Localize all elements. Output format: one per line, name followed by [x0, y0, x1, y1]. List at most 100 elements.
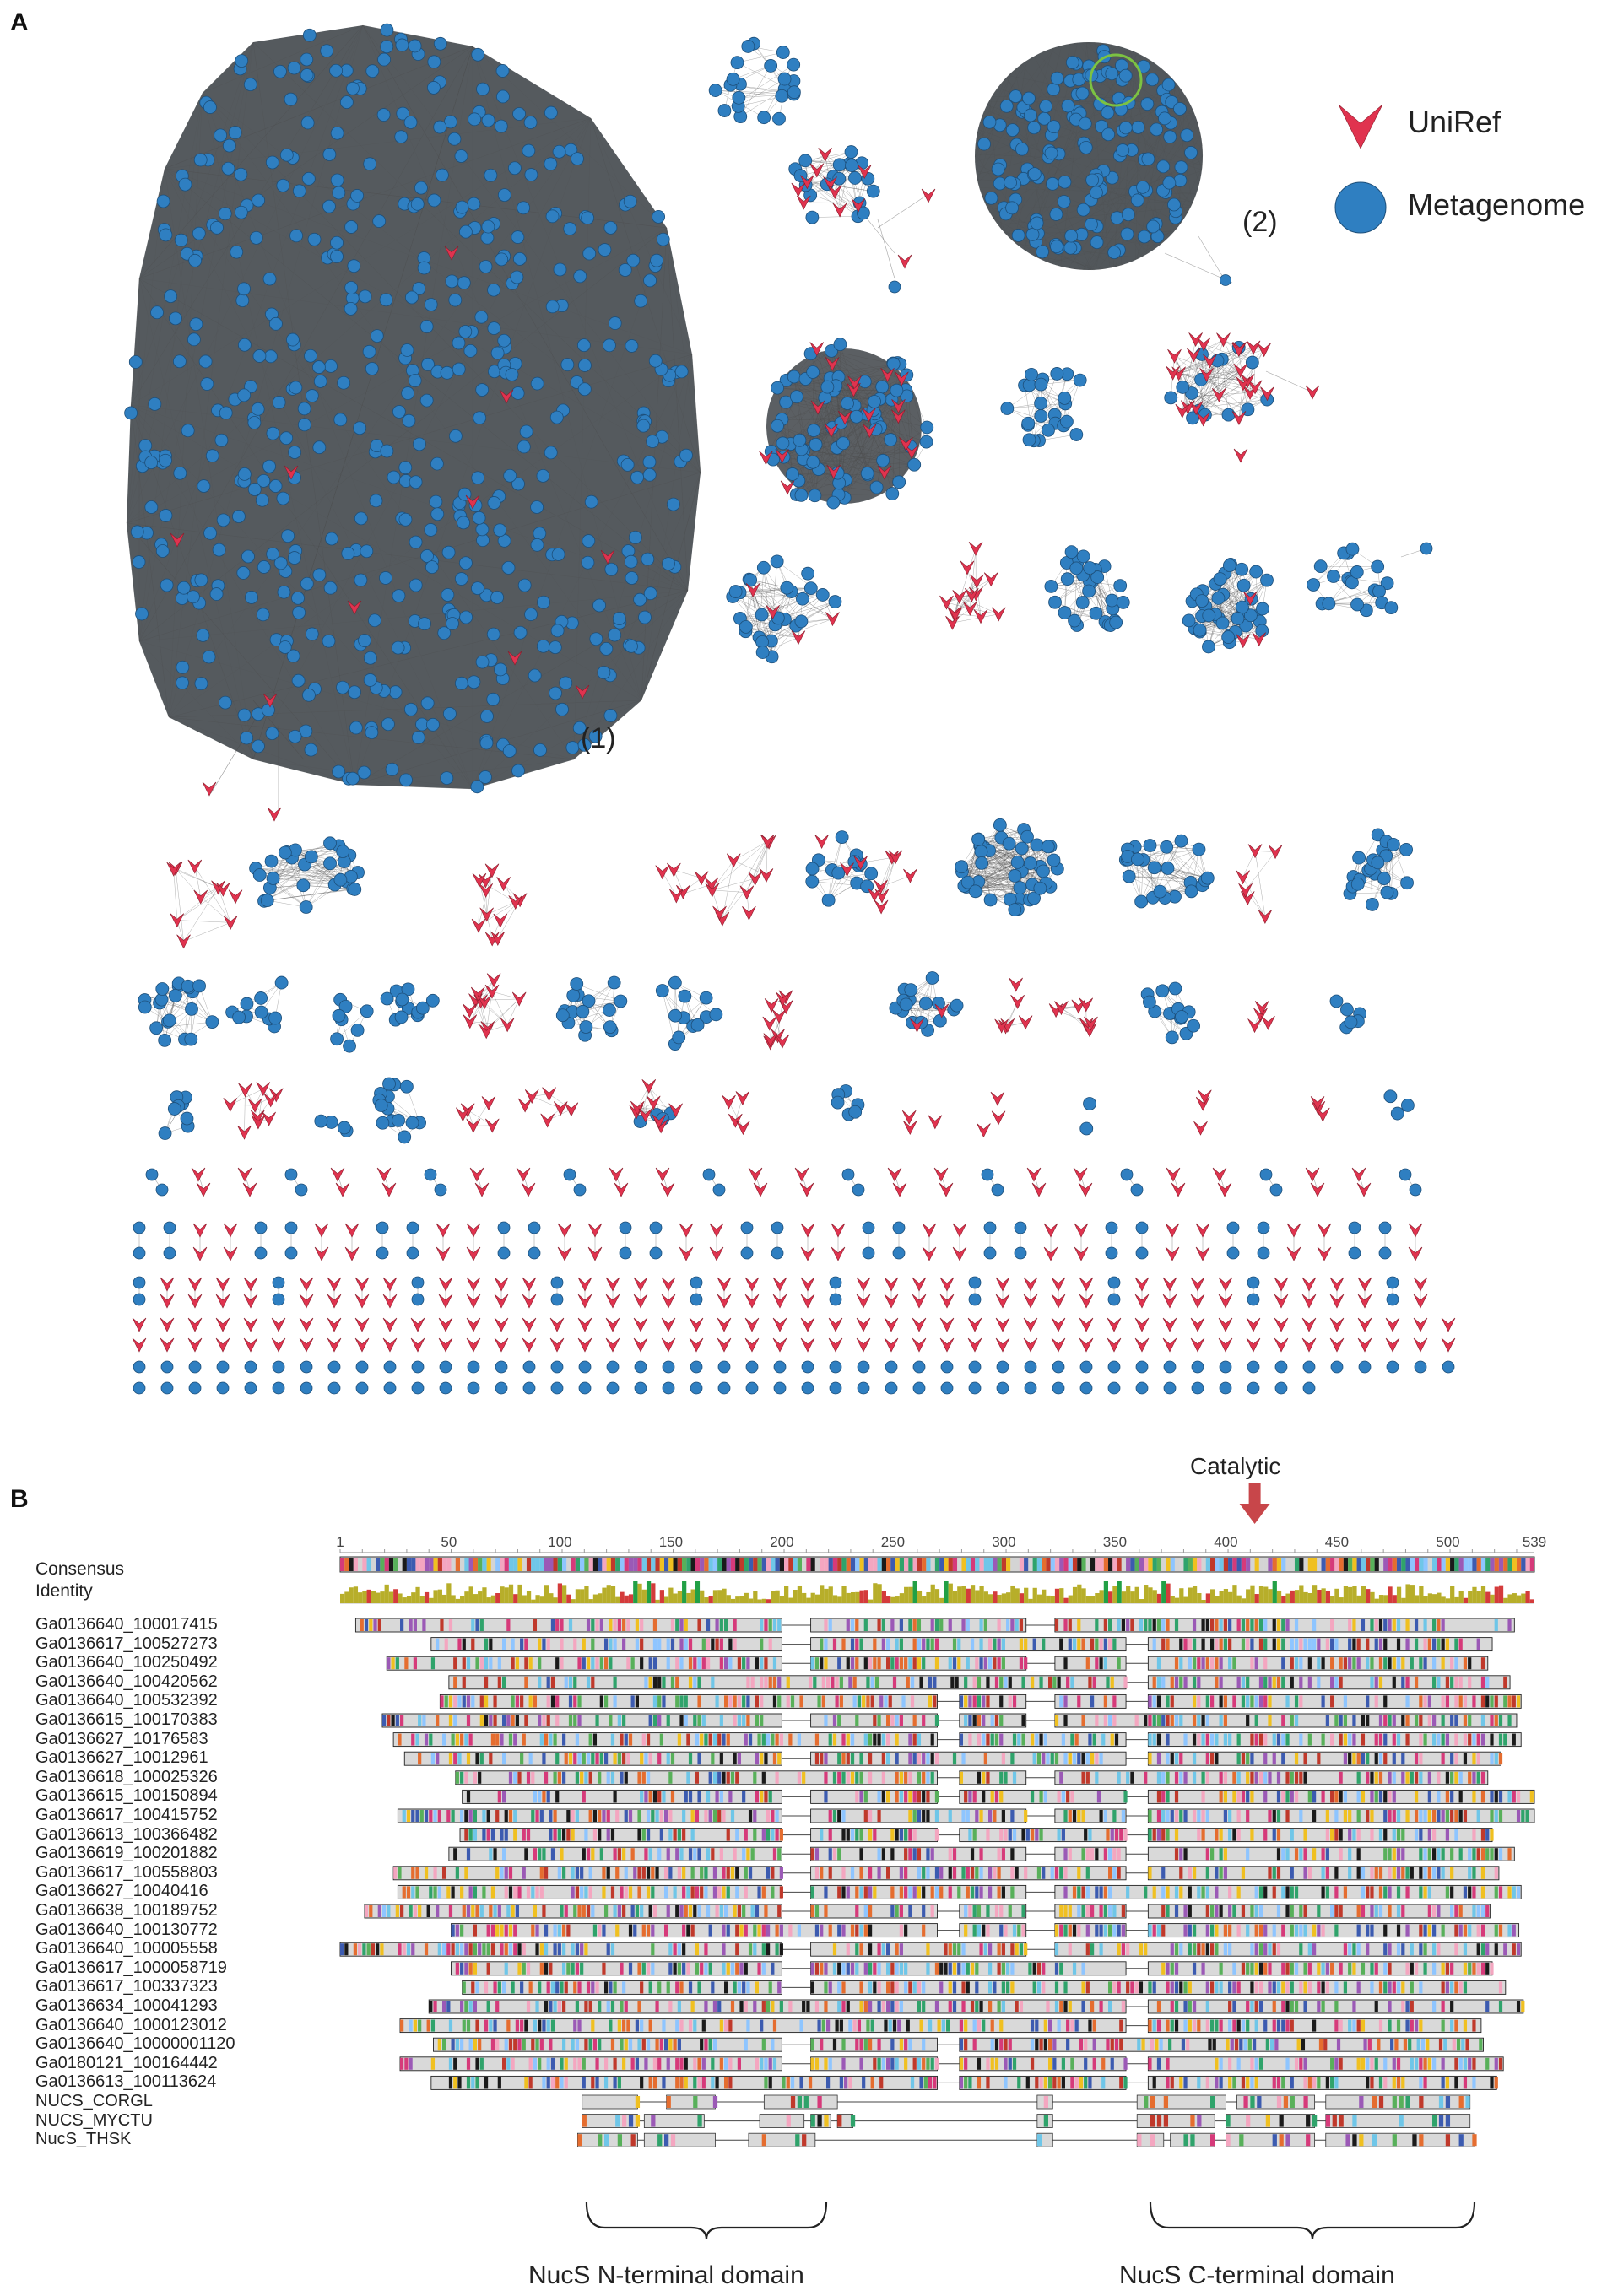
metagenome-node: [524, 608, 538, 621]
identity-bar: [478, 1591, 483, 1603]
metagenome-node: [537, 595, 550, 609]
identity-bar: [886, 1596, 891, 1603]
edge: [362, 24, 689, 592]
identity-bar: [1112, 1586, 1117, 1603]
consensus-cell: [1480, 1558, 1486, 1571]
metagenome-node: [745, 1360, 759, 1374]
metagenome-node: [402, 413, 416, 428]
edge: [818, 402, 848, 470]
uniref-node: [928, 1115, 943, 1130]
metagenome-node: [339, 95, 354, 110]
uniref-node: [1286, 1223, 1301, 1238]
consensus-cell: [700, 1558, 705, 1571]
uniref-node: [1413, 1317, 1428, 1332]
edge: [989, 850, 1054, 861]
uniref-node: [243, 1337, 258, 1353]
metagenome-node: [470, 780, 484, 794]
uniref-node: [242, 1182, 257, 1197]
metagenome-node: [1150, 122, 1164, 137]
consensus-cell: [349, 1558, 354, 1571]
consensus-cell: [1472, 1558, 1477, 1571]
identity-bar: [393, 1589, 398, 1603]
identity-bar: [1437, 1592, 1442, 1603]
metagenome-node: [1110, 211, 1124, 225]
uniref-node: [354, 1337, 370, 1353]
metagenome-node: [272, 396, 286, 409]
consensus-cell: [628, 1558, 634, 1571]
identity-bar: [1330, 1596, 1335, 1603]
metagenome-node: [138, 1000, 152, 1014]
consensus-cell: [957, 1558, 962, 1571]
metagenome-node: [276, 178, 290, 192]
consensus-cell: [859, 1558, 864, 1571]
edge: [961, 866, 1043, 872]
metagenome-node: [1024, 108, 1037, 122]
metagenome-node: [297, 418, 311, 432]
metagenome-node: [588, 729, 603, 743]
consensus-cell: [1006, 1558, 1011, 1571]
metagenome-node: [918, 997, 933, 1010]
metagenome-node: [457, 276, 471, 290]
edge: [961, 862, 1018, 867]
metagenome-node: [323, 856, 337, 871]
metagenome-node: [650, 253, 663, 267]
metagenome-node: [189, 317, 203, 332]
edge: [759, 594, 823, 638]
uniref-node: [223, 1223, 238, 1238]
uniref-node: [170, 532, 185, 548]
metagenome-node: [188, 1381, 202, 1395]
consensus-cell: [606, 1558, 611, 1571]
identity-bar: [384, 1584, 389, 1603]
identity-bar: [606, 1585, 611, 1603]
metagenome-node: [467, 197, 481, 211]
identity-bar: [1179, 1588, 1184, 1603]
identity-bar: [975, 1590, 980, 1603]
metagenome-node: [240, 997, 254, 1011]
metagenome-node: [360, 1004, 374, 1018]
consensus-cell: [424, 1558, 430, 1571]
edge: [674, 869, 702, 878]
uniref-node: [330, 1167, 345, 1182]
metagenome-node: [429, 494, 443, 509]
uniref-node: [679, 1223, 694, 1238]
edge: [202, 24, 364, 94]
metagenome-node: [1107, 1360, 1121, 1374]
consensus-cell: [1272, 1558, 1277, 1571]
edge: [1198, 381, 1248, 411]
identity-bar: [522, 1595, 527, 1603]
metagenome-node: [304, 743, 318, 757]
identity-bar: [832, 1595, 838, 1603]
uniref-node: [995, 1317, 1010, 1332]
identity-bar: [1068, 1595, 1073, 1603]
uniref-node: [438, 1317, 453, 1332]
identity-bar: [695, 1581, 701, 1603]
consensus-cell: [495, 1558, 500, 1571]
edge: [168, 117, 592, 718]
identity-bar: [398, 1593, 403, 1603]
edge: [259, 864, 306, 876]
metagenome-node: [1050, 71, 1064, 85]
uniref-node: [992, 607, 1006, 622]
metagenome-node: [522, 1381, 536, 1395]
metagenome-node: [1350, 597, 1364, 612]
identity-bar: [690, 1589, 695, 1603]
metagenome-node: [1050, 240, 1063, 254]
edge: [1129, 50, 1162, 245]
edge: [1242, 851, 1256, 878]
edge: [981, 862, 1011, 899]
identity-bar: [624, 1595, 629, 1603]
edge: [576, 983, 621, 1002]
uniref-node: [753, 1182, 768, 1197]
uniref-node: [1079, 1337, 1094, 1353]
edge: [164, 1008, 192, 1041]
uniref-node: [1162, 1317, 1177, 1332]
consensus-cell: [993, 1558, 998, 1571]
metagenome-node: [771, 1246, 784, 1260]
identity-bar: [411, 1592, 416, 1603]
edge: [126, 354, 693, 524]
metagenome-node: [305, 627, 319, 641]
identity-bar: [1108, 1591, 1113, 1603]
metagenome-node: [124, 406, 138, 420]
uniref-node: [1233, 448, 1248, 463]
edge: [745, 619, 833, 632]
